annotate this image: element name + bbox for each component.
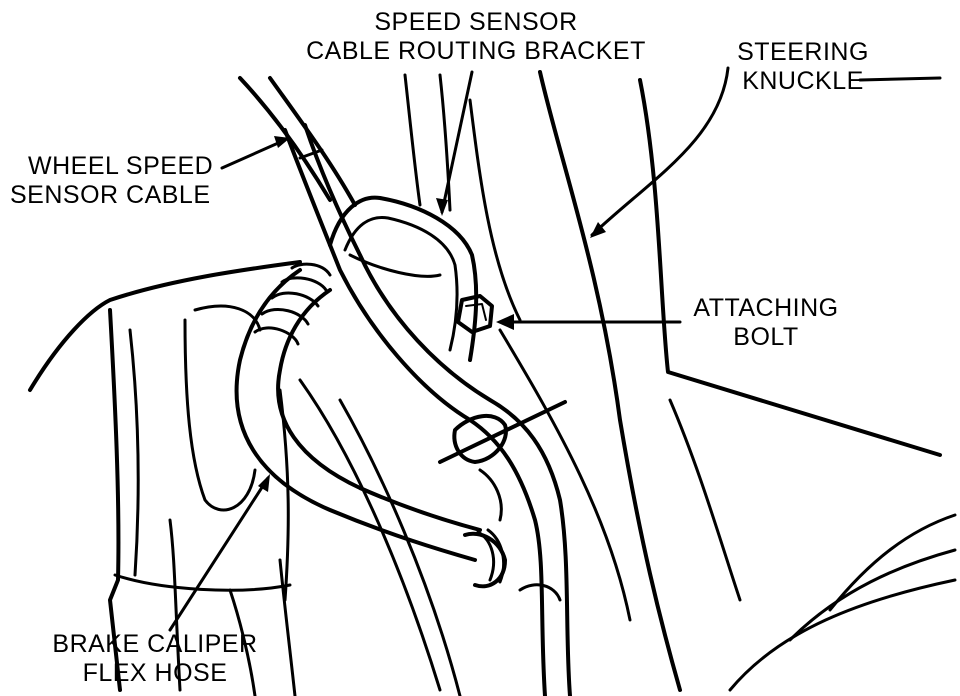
label-wheel-speed-cable: WHEEL SPEED SENSOR CABLE: [10, 152, 230, 210]
label-brake-hose-line1: BRAKE CALIPER: [52, 630, 258, 658]
attaching-bolt-shape: [456, 294, 494, 334]
label-attaching-bolt-line2: BOLT: [733, 323, 799, 351]
label-speed-sensor-bracket-line2: CABLE ROUTING BRACKET: [306, 37, 646, 65]
label-attaching-bolt-line1: ATTACHING: [693, 294, 839, 322]
label-steering-knuckle-line2: KNUCKLE: [742, 67, 864, 95]
label-steering-knuckle-line1: STEERING: [737, 38, 869, 66]
label-speed-sensor-bracket: SPEED SENSOR CABLE ROUTING BRACKET: [286, 8, 666, 66]
label-speed-sensor-bracket-line1: SPEED SENSOR: [374, 8, 578, 36]
strut-structure: [238, 73, 452, 212]
label-brake-hose-line2: FLEX HOSE: [82, 659, 228, 687]
cable-clip: [438, 400, 567, 522]
steering-knuckle: [468, 70, 957, 692]
label-wheel-speed-cable-line2: SENSOR CABLE: [10, 181, 211, 209]
caliper-housing: [28, 260, 462, 696]
label-attaching-bolt: ATTACHING BOLT: [676, 294, 856, 352]
label-brake-hose: BRAKE CALIPER FLEX HOSE: [40, 630, 270, 688]
leader-lines: [168, 66, 942, 632]
routing-bracket: [328, 195, 479, 362]
label-wheel-speed-cable-line1: WHEEL SPEED: [28, 152, 214, 180]
label-steering-knuckle: STEERING KNUCKLE: [728, 38, 878, 96]
wheel-speed-cable: [283, 123, 572, 696]
brake-hose: [234, 262, 507, 589]
